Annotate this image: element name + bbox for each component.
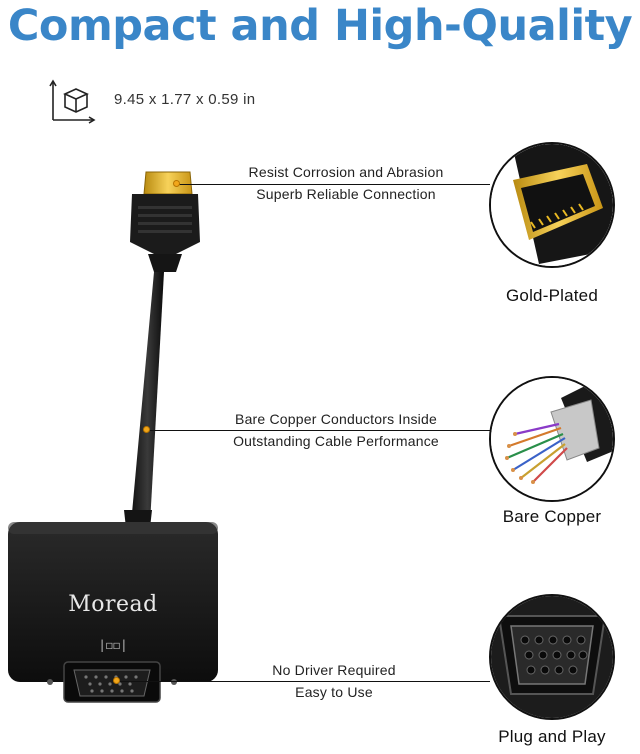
callout-dot-gold	[173, 180, 180, 187]
dimensions-text: 9.45 x 1.77 x 0.59 in	[114, 91, 256, 108]
brand-logo: Moread	[68, 592, 158, 617]
feature-plug-line1: No Driver Required	[272, 662, 396, 678]
feature-copper-label: Bare Copper	[502, 507, 602, 526]
feature-copper-line2: Outstanding Cable Performance	[233, 433, 439, 449]
callout-line-copper	[146, 430, 490, 431]
box-3d-icon	[48, 78, 98, 124]
feature-gold-line2: Superb Reliable Connection	[256, 186, 436, 202]
vga-port-icon	[489, 594, 615, 720]
port-symbol: |◻◻|	[98, 638, 128, 652]
feature-copper-line1: Bare Copper Conductors Inside	[235, 411, 437, 427]
hdmi-gold-connector-icon	[489, 142, 615, 268]
feature-gold-line1: Resist Corrosion and Abrasion	[248, 164, 444, 180]
feature-gold-label: Gold-Plated	[506, 286, 598, 305]
callout-line-plug	[116, 681, 490, 682]
callout-dot-copper	[143, 426, 150, 433]
callout-dot-plug	[113, 677, 120, 684]
adapter-product-image	[0, 150, 240, 730]
copper-wires-icon	[489, 376, 615, 502]
page-title: Compact and High-Quality	[7, 1, 633, 51]
feature-plug-line2: Easy to Use	[295, 684, 373, 700]
callout-line-gold	[176, 184, 490, 185]
feature-plug-label: Plug and Play	[498, 727, 606, 746]
